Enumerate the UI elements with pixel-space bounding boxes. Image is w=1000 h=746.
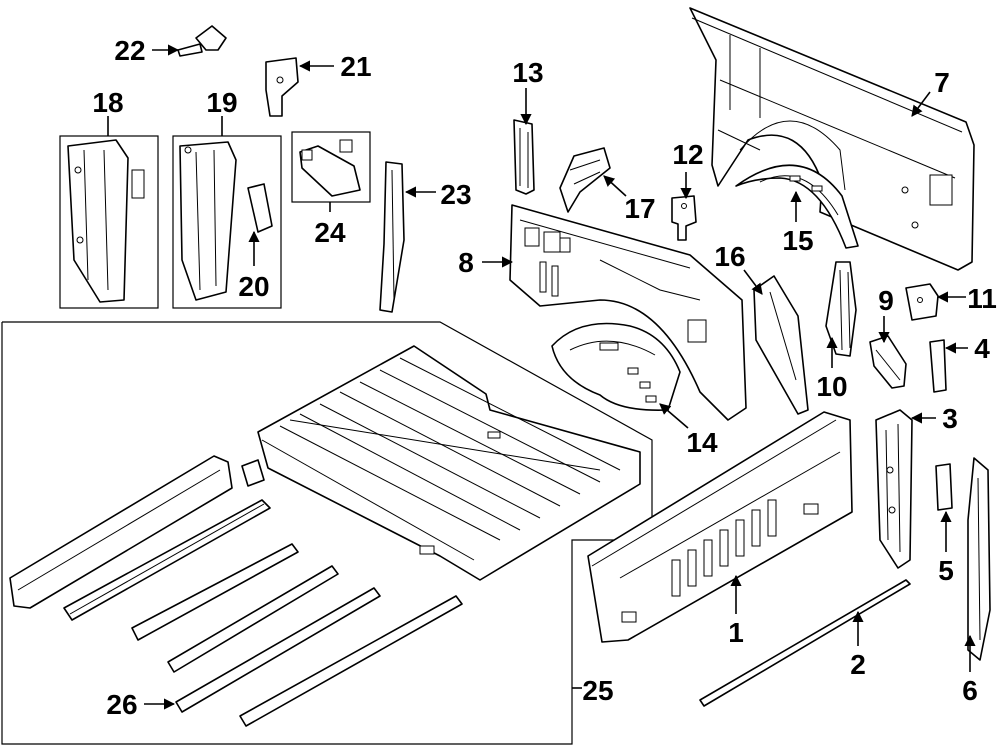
leader-16 — [743, 269, 763, 295]
callout-10: 10 — [816, 371, 847, 402]
part-10-reinforcement — [825, 261, 857, 357]
callout-11: 11 — [967, 283, 997, 314]
group-box-18 — [59, 135, 159, 309]
callout-16: 16 — [714, 241, 745, 272]
group-box-25 — [1, 321, 653, 745]
part-18-pillar — [67, 139, 145, 303]
part-13-bracket — [513, 119, 535, 195]
part-4-bracket — [929, 339, 947, 393]
part-3-front-pillar — [875, 409, 913, 569]
callout-2: 2 — [850, 649, 866, 680]
part-17-brace — [559, 147, 611, 213]
part-25-floor — [257, 345, 641, 581]
callout-24: 24 — [314, 217, 346, 248]
callout-1: 1 — [728, 617, 744, 648]
part-5-bracket — [935, 463, 953, 511]
part-6-corner-strip — [967, 457, 991, 661]
floor-rail-2 — [63, 499, 271, 621]
part-21-bracket — [265, 57, 299, 117]
part-16-stake-pocket — [753, 275, 809, 415]
leader-17 — [603, 175, 627, 197]
callout-17: 17 — [624, 193, 655, 224]
part-23-brace — [379, 161, 405, 313]
group-box-19 — [172, 135, 282, 309]
floor-rail-1 — [9, 455, 233, 609]
part-24-bracket — [299, 139, 361, 197]
callout-15: 15 — [782, 225, 813, 256]
part-14-inner-wheelhouse — [551, 322, 681, 412]
callout-labels: 1 2 3 4 5 6 7 8 9 10 11 12 13 14 15 16 1… — [92, 35, 996, 720]
floor-rail-4 — [167, 565, 339, 673]
callout-13: 13 — [512, 57, 543, 88]
callout-18: 18 — [92, 87, 123, 118]
callout-20: 20 — [238, 271, 269, 302]
part-8-inner-side-panel — [509, 204, 747, 421]
callout-7: 7 — [934, 67, 950, 98]
group-box-24 — [291, 131, 371, 203]
floor-block — [241, 459, 265, 487]
callout-5: 5 — [938, 555, 954, 586]
callout-3: 3 — [942, 403, 958, 434]
callout-21: 21 — [340, 51, 371, 82]
part-19-pillar — [179, 141, 237, 301]
callout-26: 26 — [106, 689, 137, 720]
part-15-outer-wheelhouse — [735, 164, 859, 249]
part-22-bolt — [177, 25, 227, 57]
callout-9: 9 — [878, 285, 894, 316]
part-20-bracket — [247, 183, 273, 233]
part-9-bracket — [869, 335, 907, 389]
callout-25: 25 — [582, 675, 613, 706]
leader-lines — [107, 44, 976, 710]
callout-8: 8 — [458, 247, 474, 278]
callout-14: 14 — [686, 427, 718, 458]
floor-rail-5 — [175, 587, 381, 713]
callout-4: 4 — [974, 333, 990, 364]
callout-6: 6 — [962, 675, 978, 706]
callout-12: 12 — [672, 139, 703, 170]
part-1-front-panel — [587, 411, 853, 643]
floor-rail-3 — [131, 543, 299, 641]
leader-7 — [911, 91, 931, 117]
part-7-outer-side-panel — [689, 7, 975, 271]
callout-22: 22 — [114, 35, 145, 66]
floor-rail-6 — [239, 595, 463, 727]
part-12-bracket — [671, 195, 697, 241]
callout-19: 19 — [206, 87, 237, 118]
callout-23: 23 — [440, 179, 471, 210]
part-11-bracket — [905, 283, 939, 321]
leader-14 — [659, 403, 689, 429]
